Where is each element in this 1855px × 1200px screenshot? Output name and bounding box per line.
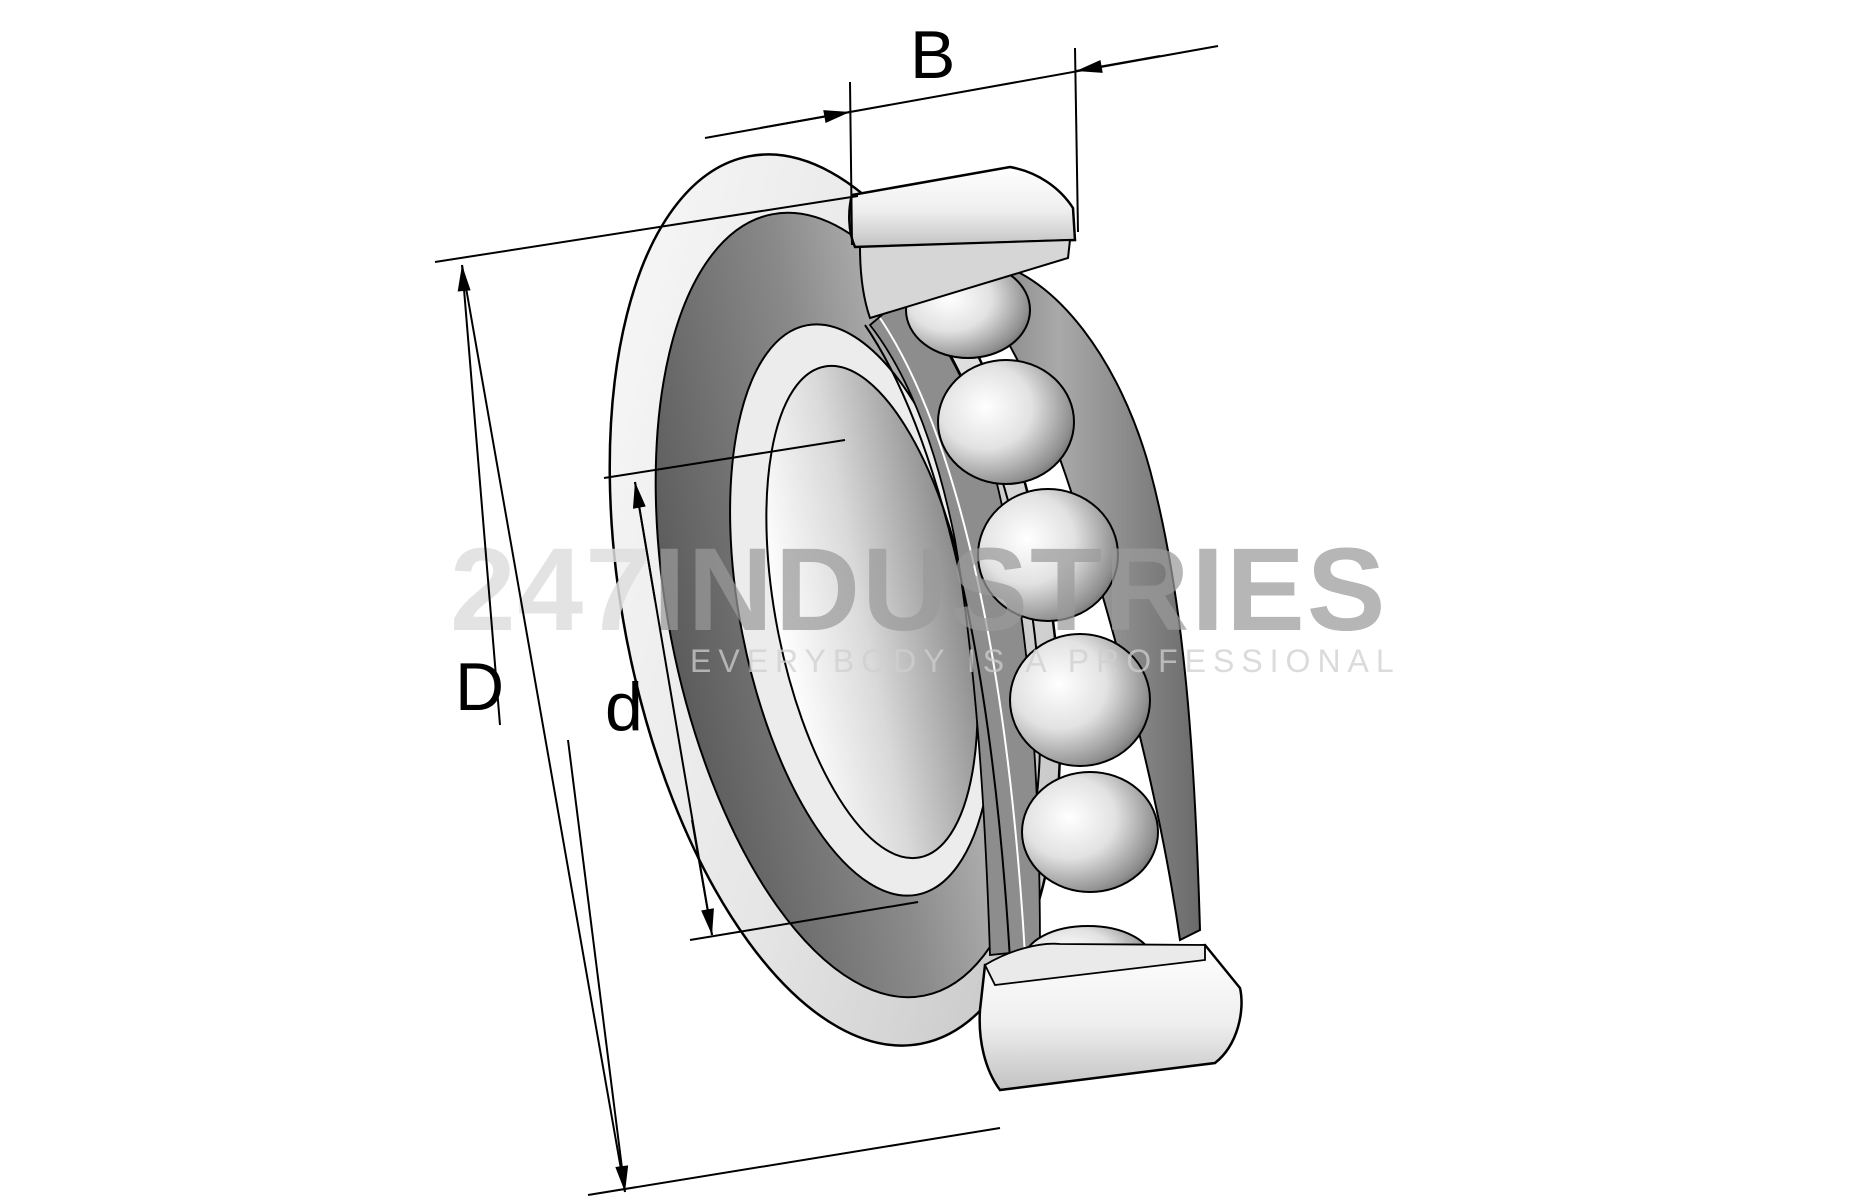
- dimension-labels: D d B: [455, 17, 955, 745]
- ball: [977, 488, 1119, 622]
- bore-diameter-arrow: [691, 819, 714, 936]
- inner-ring-section-bottom: [983, 942, 1206, 986]
- outer-ring-section-top: [848, 165, 1077, 249]
- watermark-tagline: EVERYBODY IS A PROFESSIONAL: [690, 643, 1401, 679]
- outer-ring-section-bottom: [978, 943, 1243, 1092]
- ball: [1009, 633, 1151, 767]
- watermark-brand-prefix: 247: [450, 524, 653, 656]
- bore-extension-bottom: [689, 901, 919, 941]
- watermark: 247INDUSTRIES EVERYBODY IS A PROFESSIONA…: [450, 524, 1401, 679]
- outer-diameter-arrow: [567, 739, 629, 1193]
- width-arrow: [759, 110, 851, 129]
- cage-line: [864, 324, 1011, 961]
- width-label: B: [910, 17, 955, 93]
- dimension-lines: [434, 45, 1219, 1196]
- outer-diameter-extension-top: [434, 195, 859, 263]
- width-extension-left: [849, 81, 853, 246]
- bore-extension-top: [603, 439, 846, 479]
- bore-diameter-label: d: [605, 669, 643, 745]
- watermark-brand-name: INDUSTRIES: [653, 524, 1388, 656]
- inner-ring-section-top: [858, 238, 1072, 320]
- cage-line: [879, 317, 1026, 956]
- watermark-brand: 247INDUSTRIES: [450, 524, 1388, 656]
- outer-diameter-extension-bottom: [587, 1127, 1001, 1196]
- ball: [937, 359, 1075, 485]
- outer-diameter-arrow: [457, 264, 501, 726]
- bearing-body: [608, 153, 1243, 1092]
- ball: [1021, 771, 1159, 893]
- outer-diameter-dimension-line: [461, 264, 626, 1193]
- outer-diameter-label: D: [455, 649, 504, 725]
- ball-set: [905, 261, 1159, 995]
- bore-diameter-arrow: [632, 481, 656, 601]
- width-extension-right: [1074, 47, 1079, 233]
- width-arrow: [1075, 55, 1161, 73]
